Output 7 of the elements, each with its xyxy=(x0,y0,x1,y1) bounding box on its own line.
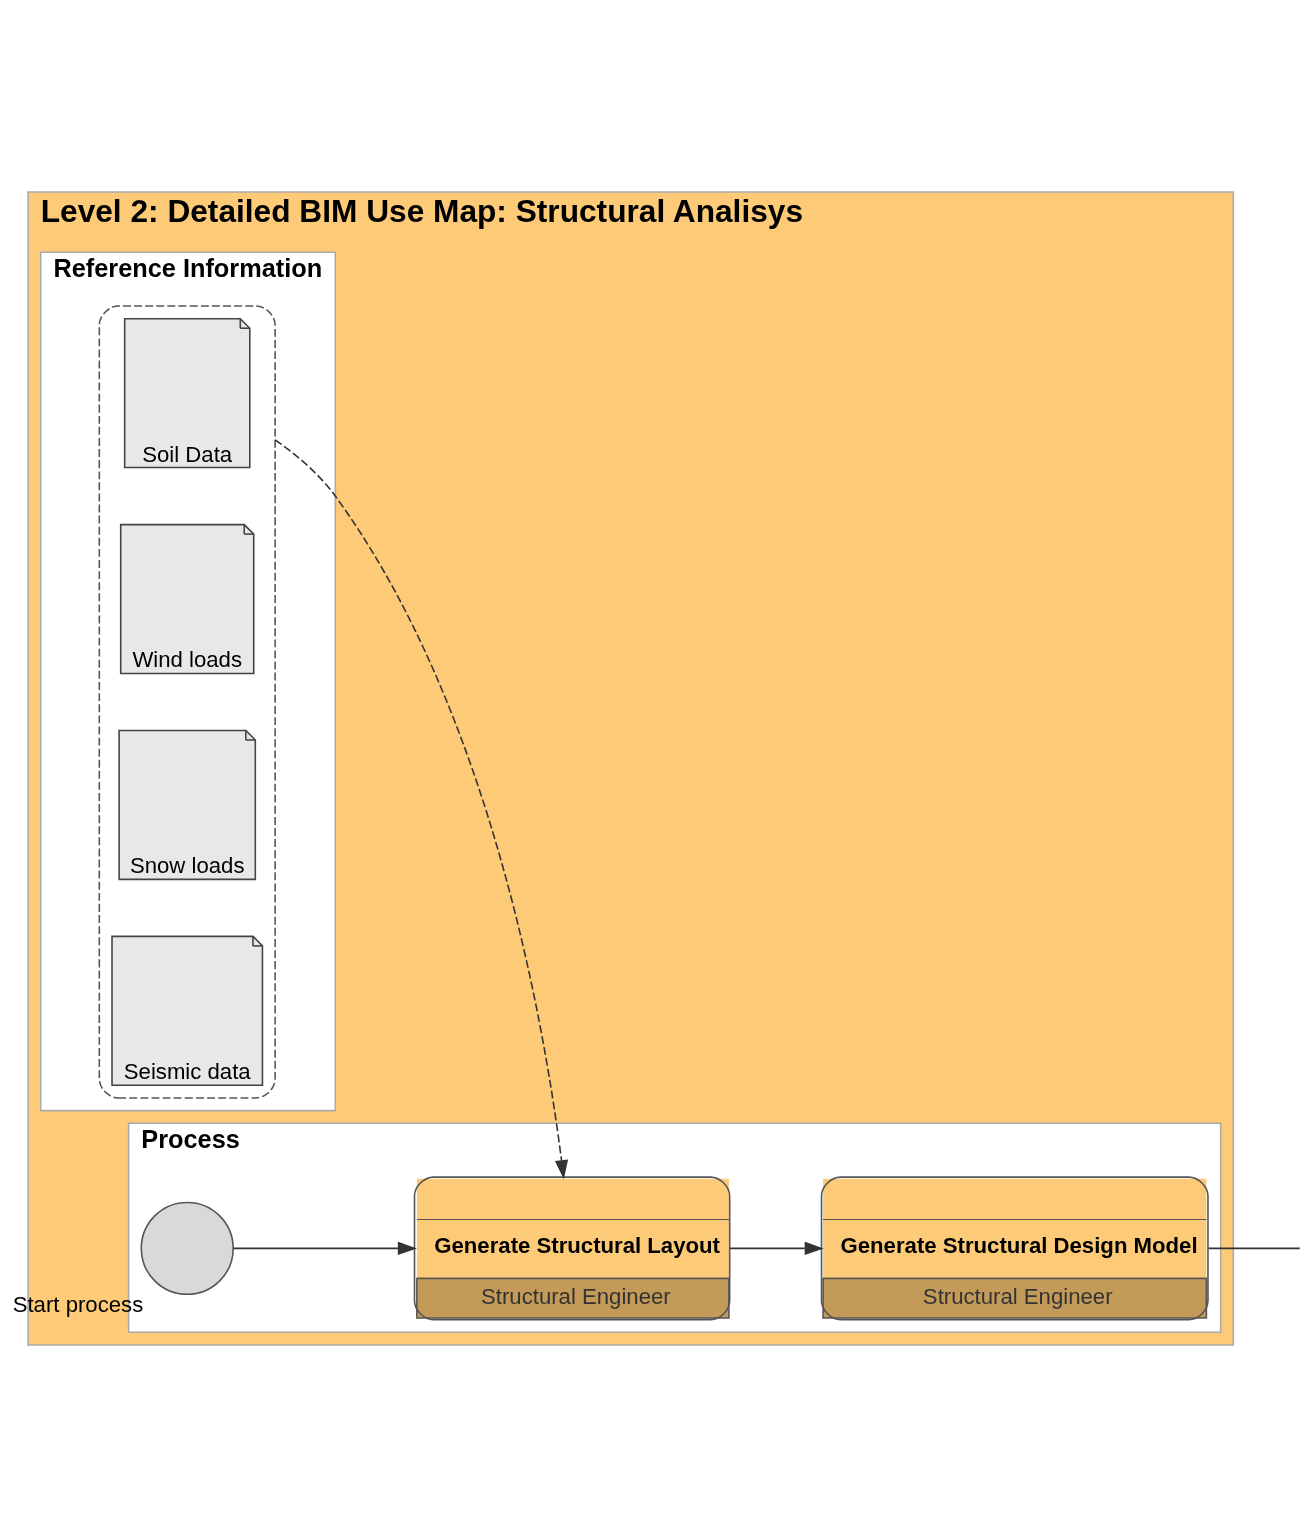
node-circle xyxy=(140,1201,234,1295)
arrow xyxy=(232,1241,417,1255)
arrow xyxy=(274,438,569,1179)
connector xyxy=(1207,1247,1301,1249)
node-label: Start process xyxy=(12,1291,144,1317)
cluster xyxy=(98,304,276,1099)
arrow xyxy=(729,1241,824,1255)
